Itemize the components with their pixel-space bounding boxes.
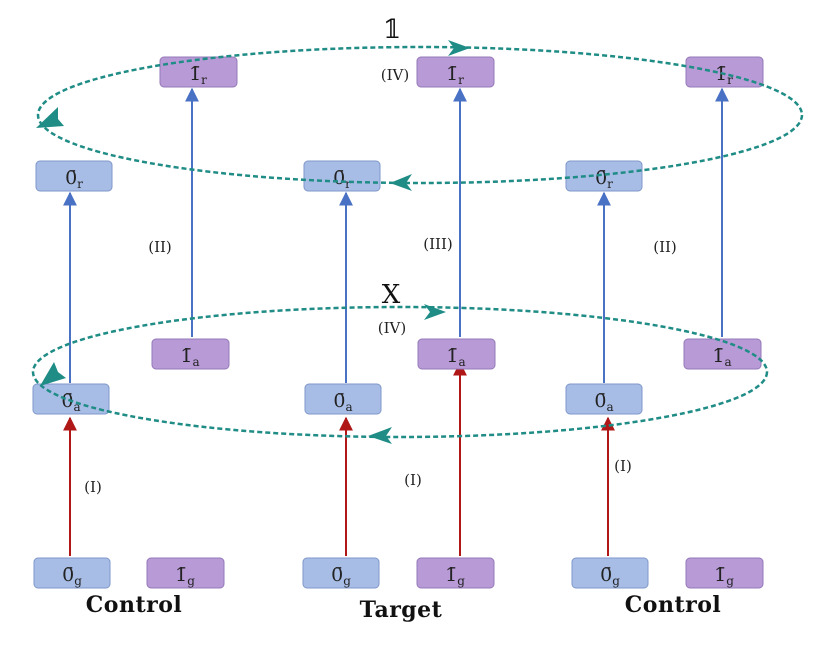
level-0g-center	[302, 557, 380, 589]
step-IV-middle: (IV)	[378, 319, 406, 337]
qubit-label-center: Target	[360, 597, 443, 623]
gate-identity-label: 𝟙	[383, 15, 401, 45]
level-0r-right	[565, 160, 643, 192]
step-I-right: (I)	[614, 457, 632, 475]
level-0g-right	[571, 557, 649, 589]
transition-arrows	[63, 87, 729, 556]
step-I-left: (I)	[84, 478, 102, 496]
level-0a-left	[32, 383, 110, 415]
label-1g-left: 1̄g	[175, 564, 195, 588]
level-0r-left	[35, 160, 113, 192]
label-1a-right: 1̄a	[712, 345, 731, 369]
gate-x-label: X	[382, 280, 401, 310]
level-0a-center	[304, 383, 382, 415]
level-0g-left	[33, 557, 111, 589]
orbits	[31, 40, 804, 444]
step-II-left: (II)	[148, 238, 172, 256]
label-1g-center: 1̄g	[445, 564, 465, 588]
orbit-top	[36, 45, 804, 185]
label-0g-left: 0̄g	[62, 564, 82, 588]
step-IV-top: (IV)	[381, 66, 409, 84]
label-1r-center: 1̄r	[446, 63, 464, 87]
orbit-mid-arrow-right	[424, 304, 446, 320]
label-1r-left: 1̄r	[189, 63, 207, 87]
label-0g-right: 0̄g	[600, 564, 620, 588]
level-1r-center	[416, 56, 495, 88]
level-1a-left	[151, 338, 230, 370]
label-0g-center: 0̄g	[331, 564, 351, 588]
step-I-center: (I)	[404, 471, 422, 489]
level-1g-center	[416, 557, 495, 589]
level-1g-right	[685, 557, 764, 589]
label-0r-center: 0̄r	[333, 167, 351, 191]
label-1a-center: 1̄a	[446, 345, 465, 369]
orbit-mid-arrow-bottom	[368, 427, 392, 444]
level-1a-right	[683, 338, 762, 370]
orbit-top-arrow-left	[36, 107, 64, 128]
level-0a-right	[565, 383, 643, 415]
level-0r-center	[303, 160, 381, 192]
step-II-right: (II)	[653, 238, 677, 256]
label-0a-center: 0̄a	[333, 390, 352, 414]
level-1a-center	[417, 338, 496, 370]
label-0r-left: 0̄r	[65, 167, 83, 191]
label-0r-right: 0̄r	[595, 167, 613, 191]
step-labels: (IV) (II) (III) (II) (IV) (I) (I) (I)	[84, 66, 677, 496]
step-III-center: (III)	[423, 235, 452, 253]
orbit-top-arrow-bottom	[390, 174, 412, 191]
label-1a-left: 1̄a	[180, 345, 199, 369]
label-0a-left: 0̄a	[61, 390, 80, 414]
level-1g-left	[146, 557, 225, 589]
orbit-top-arrow-right	[448, 40, 470, 56]
orbit-middle	[31, 305, 769, 439]
level-1r-left	[159, 56, 238, 88]
qubit-label-left: Control	[86, 592, 182, 618]
level-boxes	[32, 56, 764, 589]
level-1r-right	[685, 56, 764, 88]
qubit-label-right: Control	[625, 592, 721, 618]
orbit-mid-arrow-left	[40, 362, 66, 386]
label-1g-right: 1̄g	[714, 564, 734, 588]
label-0a-right: 0̄a	[594, 390, 613, 414]
